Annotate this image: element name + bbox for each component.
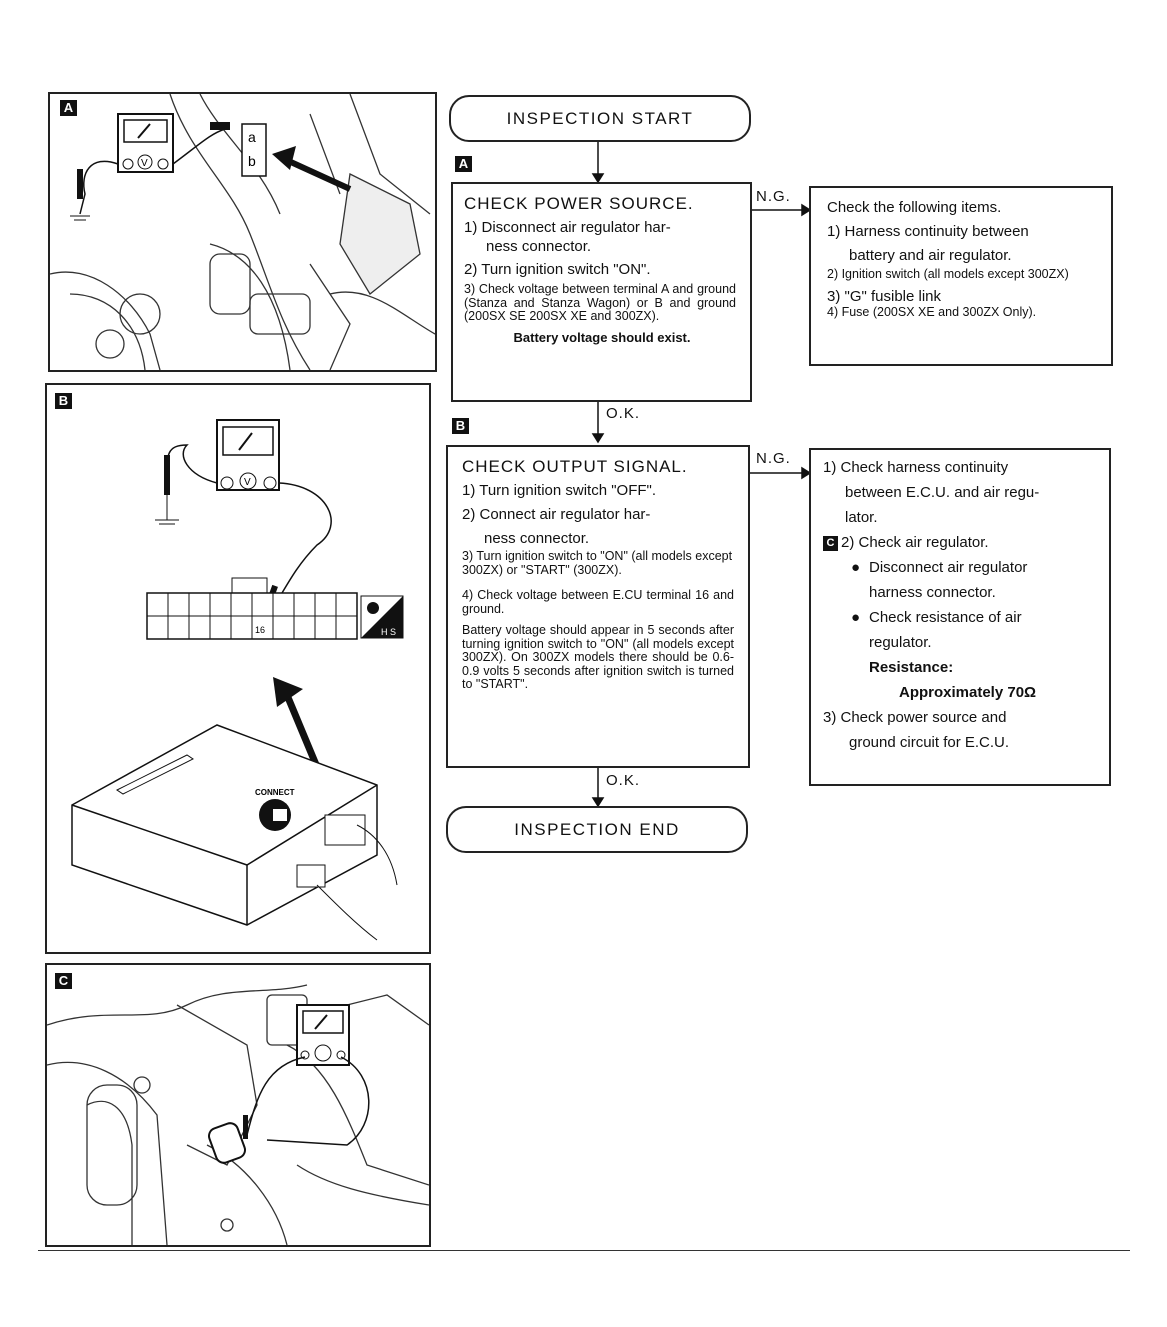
panel-c-tag: C bbox=[55, 973, 72, 989]
inspection-start-terminal: INSPECTION START bbox=[449, 95, 751, 142]
ng-b-line-1a: 1) Check harness continuity bbox=[823, 459, 1009, 476]
panel-b-illustration: V 16 H S CONNECT bbox=[45, 383, 431, 954]
ng-a-line-1a: 1) Harness continuity between bbox=[827, 223, 1029, 240]
bullet-icon: ● bbox=[851, 609, 861, 626]
ng-b-bullet-1a-text: Disconnect air regulator bbox=[869, 559, 1028, 576]
step-a-line-2: 2) Turn ignition switch "ON". bbox=[464, 261, 651, 278]
step-b-line-2a: 2) Connect air regulator har- bbox=[462, 506, 651, 523]
check-power-source-box: CHECK POWER SOURCE. 1) Disconnect air re… bbox=[451, 182, 752, 402]
ng-a-line-2: 2) Ignition switch (all models except 30… bbox=[827, 267, 1069, 281]
step-b-tag: B bbox=[452, 418, 469, 434]
ng-a-line-3: 3) "G" fusible link bbox=[827, 287, 942, 305]
ng-a-line-4: 4) Fuse (200SX XE and 300ZX Only). bbox=[827, 304, 1037, 319]
ng-b-bullet-2a: ● Check resistance of air bbox=[823, 608, 1101, 627]
inspection-end-terminal: INSPECTION END bbox=[446, 806, 748, 853]
ng-b-bullet-1a: ● Disconnect air regulator bbox=[823, 558, 1101, 577]
step-b-line-1: 1) Turn ignition switch "OFF". bbox=[462, 482, 657, 499]
svg-text:H S: H S bbox=[381, 627, 396, 637]
ng-label-2: N.G. bbox=[756, 450, 791, 467]
voltmeter-icon: V bbox=[117, 113, 174, 173]
panel-b-tag: B bbox=[55, 393, 72, 409]
step-a-note: Battery voltage should exist. bbox=[513, 329, 691, 345]
step-b-line-3: 3) Turn ignition switch to "ON" (all mod… bbox=[462, 549, 733, 577]
ok-label-2: O.K. bbox=[606, 772, 641, 789]
step-b-title: CHECK OUTPUT SIGNAL. bbox=[462, 457, 688, 476]
step-b-line-2b: ness connector. bbox=[484, 530, 590, 547]
step-b-note: Battery voltage should appear in 5 secon… bbox=[462, 623, 734, 691]
bullet-icon: ● bbox=[851, 559, 861, 576]
ng-b-line-1c: lator. bbox=[845, 509, 878, 526]
step-a-title: CHECK POWER SOURCE. bbox=[464, 194, 694, 213]
ok-label-1: O.K. bbox=[606, 405, 641, 422]
step-c-tag: C bbox=[823, 535, 838, 551]
panel-c-drawing bbox=[47, 984, 429, 1245]
bottom-rule bbox=[38, 1250, 1130, 1251]
resistance-value: Approximately 70Ω bbox=[899, 684, 1037, 701]
ohmmeter-icon bbox=[296, 1004, 350, 1066]
ng-b-line-2-text: 2) Check air regulator. bbox=[841, 534, 989, 551]
svg-text:b: b bbox=[248, 153, 256, 169]
svg-text:a: a bbox=[248, 129, 256, 145]
check-output-signal-box: CHECK OUTPUT SIGNAL. 1) Turn ignition sw… bbox=[446, 445, 750, 768]
step-a-line-1a: 1) Disconnect air regulator har- bbox=[464, 219, 671, 236]
pin-16-label: 16 bbox=[255, 625, 265, 635]
ng-b-line-3b: ground circuit for E.C.U. bbox=[849, 734, 1010, 751]
power-source-ng-box: Check the following items. 1) Harness co… bbox=[809, 186, 1113, 366]
output-signal-ng-box: 1) Check harness continuity between E.C.… bbox=[809, 448, 1111, 786]
ng-a-title: Check the following items. bbox=[827, 199, 1002, 216]
svg-text:V: V bbox=[244, 477, 251, 488]
panel-a-tag: A bbox=[60, 100, 77, 116]
meter-symbol-a: V bbox=[141, 158, 148, 169]
panel-c-illustration: C bbox=[45, 963, 431, 1247]
resistance-label: Resistance: bbox=[869, 659, 954, 676]
panel-a-illustration: V a b A bbox=[48, 92, 437, 372]
panel-b-drawing: V 16 H S CONNECT bbox=[71, 419, 404, 941]
ng-a-line-1b: battery and air regulator. bbox=[849, 247, 1012, 264]
step-a-line-1b: ness connector. bbox=[486, 238, 592, 255]
step-b-line-4: 4) Check voltage between E.CU terminal 1… bbox=[462, 588, 734, 616]
svg-text:CONNECT: CONNECT bbox=[255, 788, 295, 797]
ng-b-bullet-2a-text: Check resistance of air bbox=[869, 609, 1022, 626]
panel-a-drawing: V a b bbox=[50, 94, 435, 370]
voltmeter-icon: V bbox=[216, 419, 280, 491]
ng-b-bullet-1b: harness connector. bbox=[869, 584, 996, 601]
step-a-line-3: 3) Check voltage between terminal A and … bbox=[464, 282, 736, 323]
ng-b-line-3a: 3) Check power source and bbox=[823, 709, 1007, 726]
ng-b-bullet-2b: regulator. bbox=[869, 634, 932, 651]
ng-label-1: N.G. bbox=[756, 188, 791, 205]
ng-b-line-1b: between E.C.U. and air regu- bbox=[845, 484, 1040, 501]
step-a-tag: A bbox=[455, 156, 472, 172]
